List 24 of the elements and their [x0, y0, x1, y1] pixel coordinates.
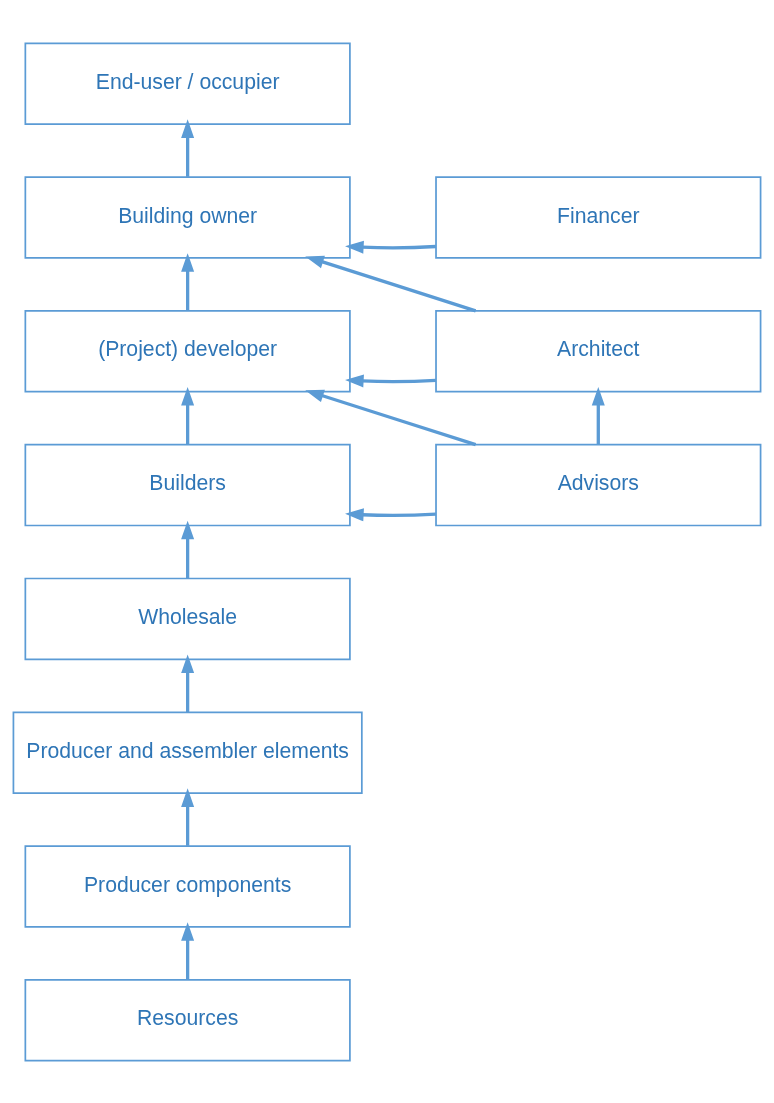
node-box: Builders: [24, 443, 351, 526]
node-box: Financer: [435, 175, 762, 259]
node-box: Architect: [435, 309, 762, 393]
arrow: [591, 386, 605, 444]
node-box: Wholesale: [24, 577, 351, 660]
node-box: End-user / occupier: [24, 41, 351, 125]
arrow: [181, 252, 195, 311]
node-box: Building owner: [24, 175, 351, 259]
node-box: Producer and assembler elements: [12, 710, 363, 794]
arrow: [345, 507, 436, 521]
arrow: [345, 374, 436, 387]
arrow: [181, 520, 195, 578]
arrow: [181, 118, 195, 177]
node-box: Producer components: [24, 844, 351, 928]
node-box: Resources: [24, 978, 351, 1062]
node-box: (Project) developer: [24, 309, 351, 393]
arrow: [305, 389, 477, 446]
arrow: [305, 255, 477, 312]
arrow: [345, 240, 436, 254]
arrow: [181, 787, 195, 846]
arrow: [181, 386, 195, 444]
arrow: [181, 921, 195, 980]
node-box: Advisors: [435, 443, 762, 526]
arrow: [181, 654, 195, 712]
